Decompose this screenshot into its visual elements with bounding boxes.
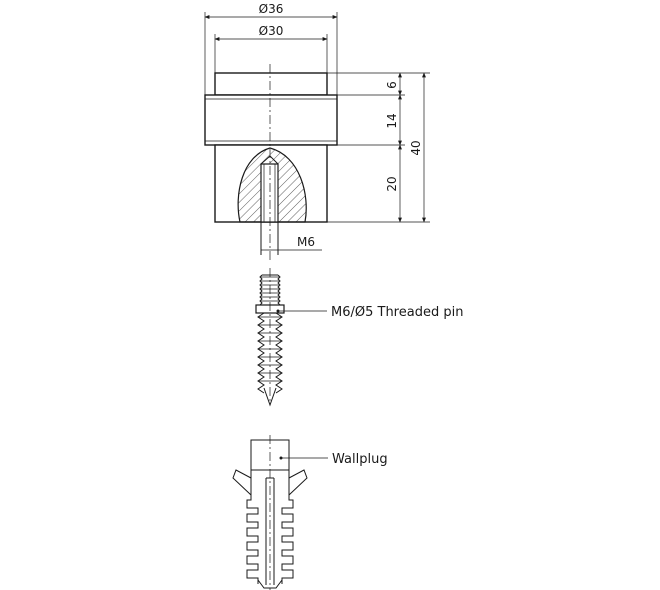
dim-ring-height: 14 [385, 113, 399, 128]
dim-total-height: 40 [409, 140, 423, 155]
door-stop-body [204, 64, 338, 262]
wallplug-left-wing [232, 469, 252, 496]
ring-band [204, 94, 338, 146]
dim-thread: M6 [297, 235, 315, 249]
threaded-bore [260, 163, 279, 223]
wallplug-right-wing [288, 469, 308, 496]
dim-top-height: 6 [385, 81, 399, 89]
wallplug-body [246, 470, 294, 584]
dimension-labels: Ø36 Ø30 6 14 20 40 M6 [259, 2, 423, 249]
top-cap [214, 72, 328, 96]
threaded-pin [255, 268, 285, 407]
dim-outer-diameter: Ø36 [259, 2, 284, 16]
dim-bottom-height: 20 [385, 176, 399, 191]
dim-inner-diameter: Ø30 [259, 24, 284, 38]
wallplug [232, 435, 308, 590]
wallplug-callout-label: Wallplug [332, 452, 388, 467]
dimension-lines [204, 12, 430, 251]
pin-callout-label: M6/Ø5 Threaded pin [331, 305, 463, 320]
